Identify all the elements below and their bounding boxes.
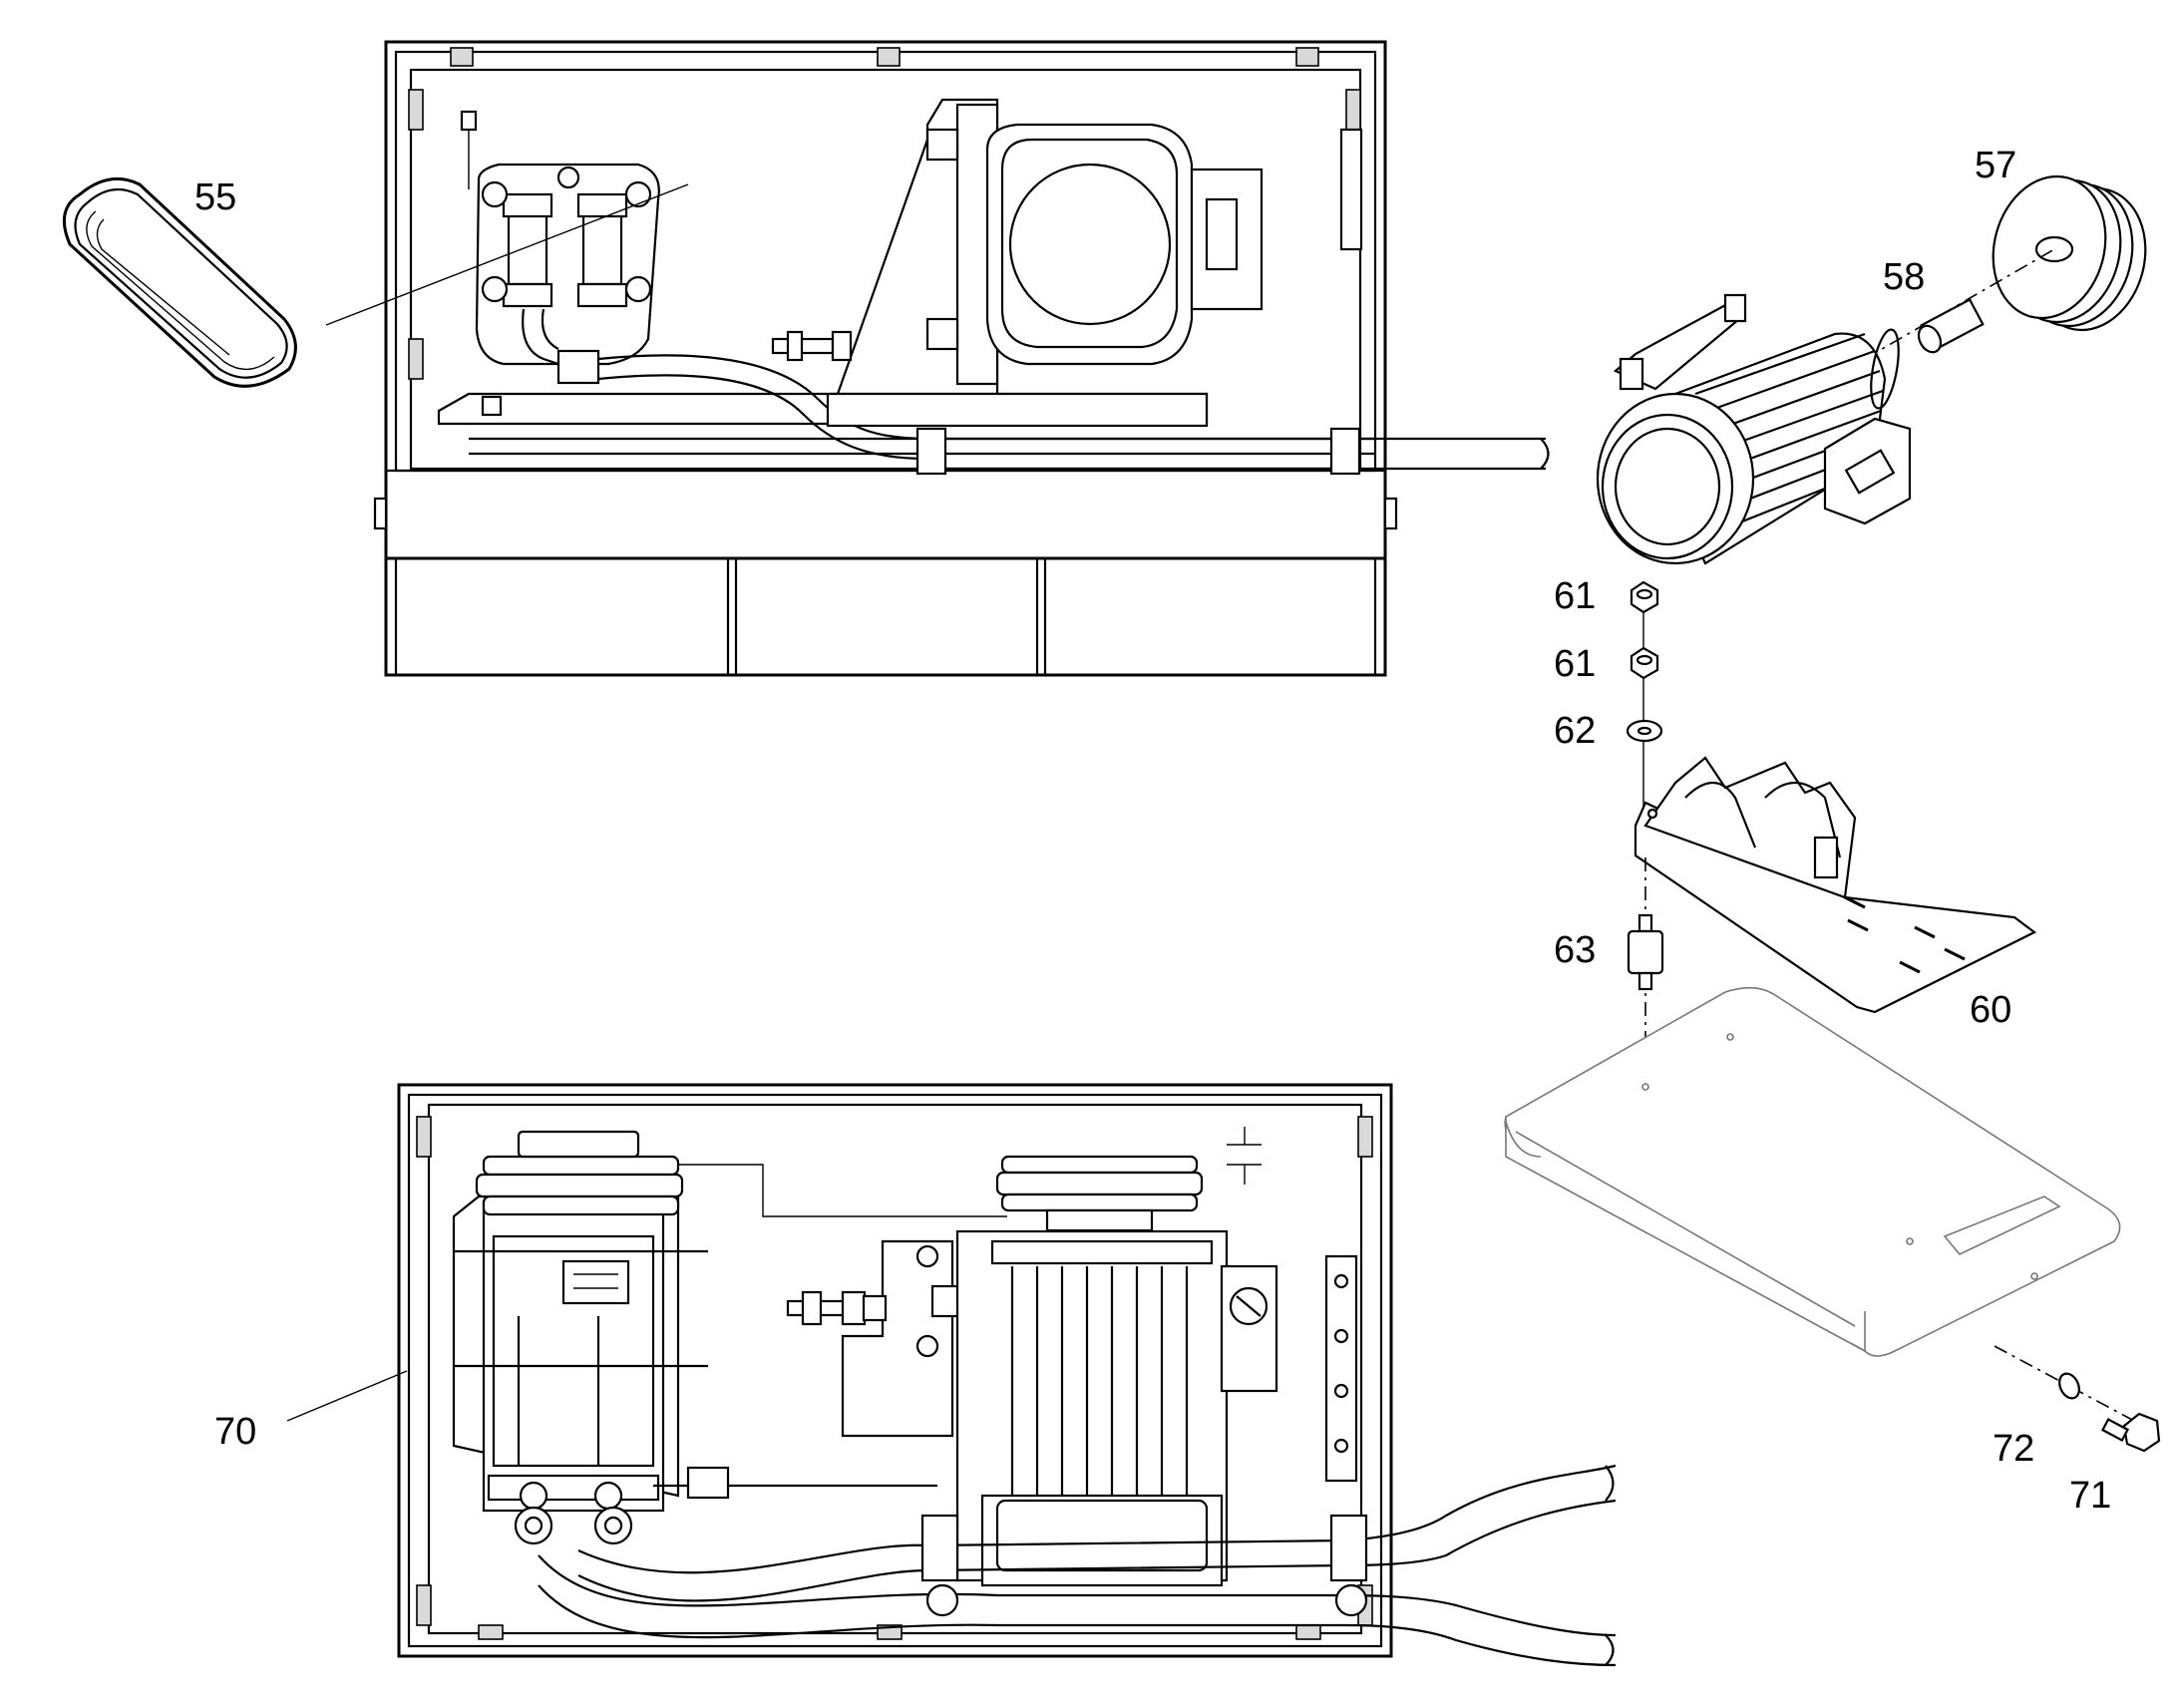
exploded-motor (1596, 293, 1912, 565)
callout-63: 63 (1554, 929, 1596, 971)
nut-part-61-lower (1630, 646, 1659, 680)
callout-72: 72 (1993, 1428, 2034, 1470)
callout-61-upper: 61 (1554, 575, 1596, 617)
washer-part-72 (1994, 1345, 2135, 1422)
motor-bracket-part-60 (1634, 756, 2037, 1014)
top-compressor (460, 110, 928, 461)
belt-part-55 (62, 176, 689, 388)
callout-60: 60 (1970, 989, 2011, 1031)
callout-57: 57 (1975, 145, 2016, 186)
callout-71: 71 (2069, 1475, 2111, 1517)
bottom-hoses (538, 1464, 1617, 1667)
callout-62: 62 (1554, 710, 1596, 752)
fastener-stack (1626, 580, 1663, 808)
top-motor (771, 98, 1264, 428)
top-clips (450, 47, 1319, 67)
bottom-motor (786, 1155, 1278, 1587)
washer-part-62 (1626, 719, 1663, 743)
bottom-compressor (452, 1130, 708, 1545)
callout-labels: 55 57 58 61 61 62 63 60 70 72 71 (194, 145, 2111, 1517)
top-unit-assembly (373, 40, 1550, 677)
nut-part-61-upper (1630, 580, 1659, 614)
bolt-part-71 (2100, 1412, 2161, 1453)
pulley-part-57 (1992, 174, 2147, 332)
bottom-motor-fins (1010, 1266, 1189, 1496)
callout-70: 70 (214, 1411, 256, 1453)
bottom-unit-assembly (286, 1083, 1617, 1667)
mount-part-63 (1627, 857, 1664, 1087)
shaft-key-part-58 (1864, 248, 2055, 360)
unit-cover (1504, 986, 2121, 1357)
callout-61-lower: 61 (1554, 643, 1596, 685)
callout-55: 55 (194, 176, 236, 218)
bracket-slots (1844, 895, 1966, 974)
callout-58: 58 (1883, 256, 1925, 298)
